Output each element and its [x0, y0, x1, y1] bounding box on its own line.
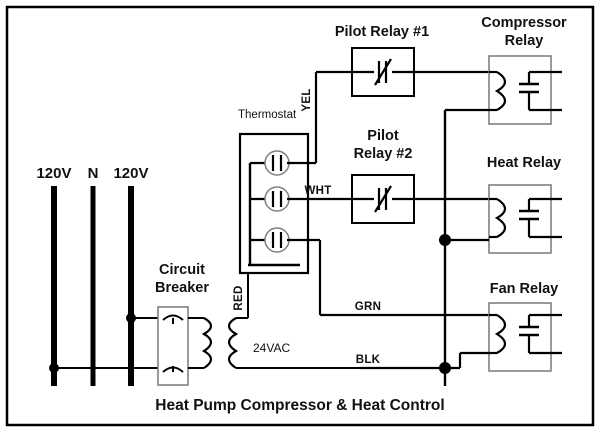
rail-l2-label: 120V — [113, 165, 148, 182]
pilot-relay-1-slash-icon — [374, 58, 392, 86]
junction-dot-l2-breaker — [126, 313, 136, 323]
pilot-relay-2-slash-icon — [374, 185, 392, 213]
breaker-arc-top-icon — [162, 314, 184, 321]
wire-red-label: RED — [233, 285, 245, 310]
thermostat-switch-2-icon[interactable] — [264, 186, 290, 212]
pilot-relay-1-label: Pilot Relay #1 — [335, 24, 429, 40]
diagram-title: Heat Pump Compressor & Heat Control — [155, 397, 444, 414]
fan-relay-label: Fan Relay — [490, 281, 559, 297]
junction-dot-heat-return — [439, 234, 451, 246]
compressor-relay-label-line2: Relay — [505, 33, 544, 49]
compressor-relay-label-line1: Compressor — [481, 15, 567, 31]
heat-relay-coil-icon — [494, 198, 507, 238]
circuit-breaker-label-line1: Circuit — [159, 262, 205, 278]
thermostat-label: Thermostat — [238, 109, 297, 121]
wire-yel-label: YEL — [301, 88, 313, 111]
power-rail-group — [51, 186, 134, 386]
rail-l1-label: 120V — [36, 165, 71, 182]
xfmr-primary-coil — [201, 317, 213, 369]
compressor-relay-coil-icon — [494, 71, 507, 111]
thermostat-switch-3-icon[interactable] — [264, 227, 290, 253]
fan-relay-coil-icon — [494, 314, 507, 354]
fan-relay-body — [488, 302, 552, 372]
junction-dot-l1-breaker — [49, 363, 59, 373]
xfmr-secondary-coil — [227, 317, 239, 369]
thermostat-switch-1-icon[interactable] — [264, 150, 290, 176]
pilot-relay-2-label-line2: Relay #2 — [354, 146, 413, 162]
junction-dot-blk-return — [439, 362, 451, 374]
wire-wht-label: WHT — [304, 185, 331, 197]
circuit-breaker-label-line2: Breaker — [155, 280, 209, 296]
wire-grn-label: GRN — [355, 301, 381, 313]
rail-n-label: N — [88, 165, 99, 182]
pilot-relay-2-label-line1: Pilot — [367, 128, 399, 144]
transformer-voltage-label: 24VAC — [253, 341, 290, 355]
wire-blk-label: BLK — [356, 354, 381, 366]
heat-relay-label: Heat Relay — [487, 155, 561, 171]
